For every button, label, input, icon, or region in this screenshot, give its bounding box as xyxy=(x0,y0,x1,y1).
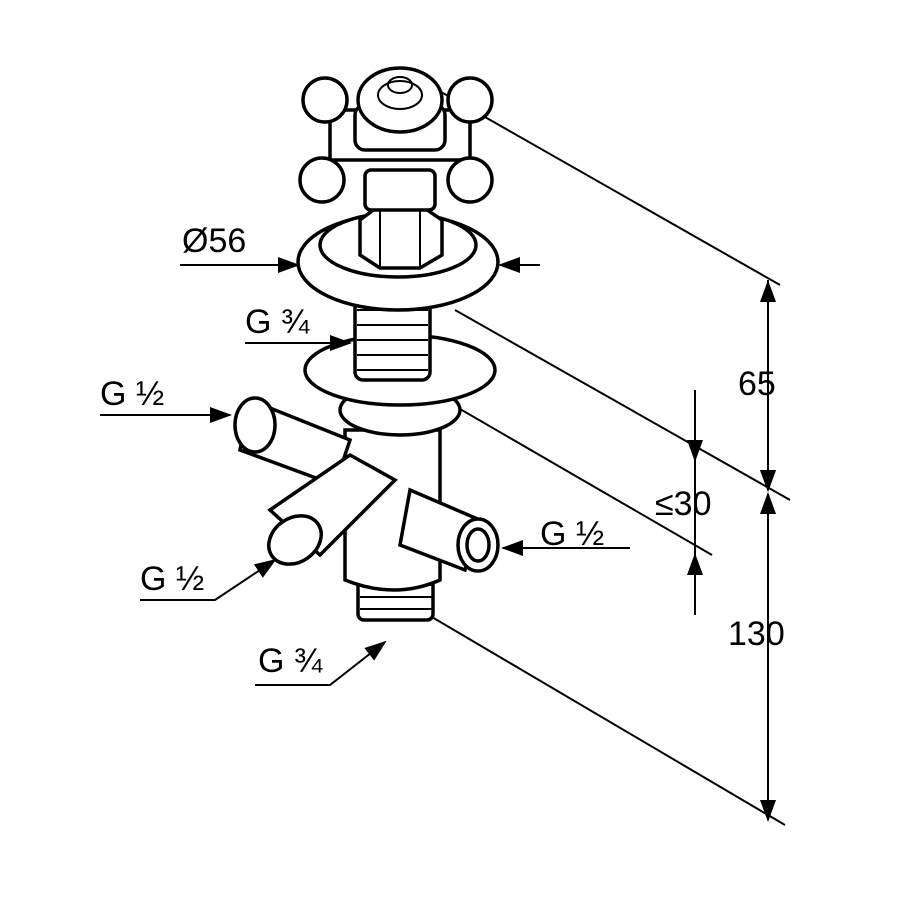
label-thread-upper: G ¾ xyxy=(245,303,310,341)
label-dim-65: 65 xyxy=(738,365,776,403)
valve-body xyxy=(233,66,500,622)
label-diameter: Ø56 xyxy=(182,222,246,260)
label-dim-30: ≤30 xyxy=(655,485,711,523)
label-inlet-left: G ½ xyxy=(100,375,164,413)
label-outlet-front: G ½ xyxy=(140,560,204,598)
dimension-lines xyxy=(687,280,776,822)
label-thread-bottom: G ¾ xyxy=(258,642,323,680)
label-outlet-right: G ½ xyxy=(540,515,604,553)
leader-arrows xyxy=(100,257,630,686)
label-dim-130: 130 xyxy=(728,615,785,653)
